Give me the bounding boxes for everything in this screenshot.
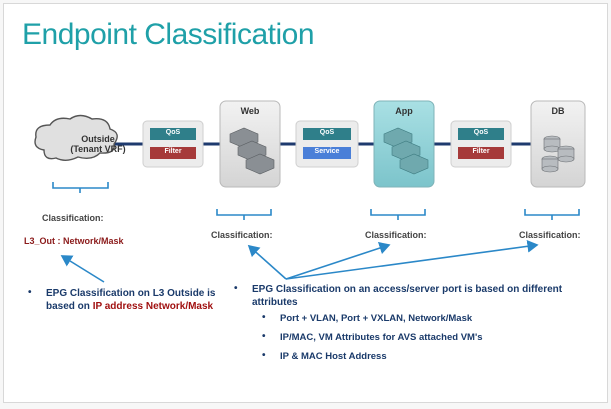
contract-2 [295, 120, 359, 168]
arrows [60, 239, 539, 283]
contract-3-filter-label: Filter [472, 148, 490, 155]
epg-db-label: DB [551, 106, 565, 116]
app-classification-label: Classification: [365, 230, 427, 240]
left-bullet-highlight: IP address Network/Mask [92, 301, 214, 312]
contract-2-service-label: Service [314, 148, 340, 155]
contract-3 [450, 120, 512, 168]
contract-3-qos [458, 128, 504, 140]
contract-3-qos-label: QoS [473, 129, 489, 136]
sub-bullet-3-dot: • [262, 350, 266, 361]
web-classification-label: Classification: [211, 230, 273, 240]
database-icons [541, 135, 575, 173]
contract-2-qos [303, 128, 351, 140]
epg-app [373, 100, 435, 188]
page-title: Endpoint Classification [22, 18, 315, 51]
epg-db [530, 100, 586, 188]
right-bullet-dot: • [234, 283, 238, 294]
outside-label-line1: Outside [81, 134, 115, 144]
epg-web-label: Web [240, 106, 260, 116]
left-bullet-dot: • [28, 287, 32, 298]
epg-web [219, 100, 281, 188]
app-server-icons [383, 127, 429, 175]
classification-brackets [52, 182, 580, 220]
contract-1-filter [150, 147, 196, 159]
right-bullet-text: EPG Classification on an access/server p… [252, 284, 563, 308]
contract-1-qos [150, 128, 196, 140]
outside-label-line2: (Tenant VRF) [70, 144, 126, 154]
web-server-icons [229, 127, 275, 175]
outside-cloud [34, 114, 118, 161]
l3-out-value: L3_Out : Network/Mask [24, 236, 124, 246]
left-bullet: EPG Classification on L3 Outside is base… [46, 287, 218, 313]
db-classification-label: Classification: [519, 230, 581, 240]
topology-diagram [34, 100, 586, 283]
contract-1-qos-label: QoS [165, 129, 181, 136]
sub-bullet-1: Port + VLAN, Port + VXLAN, Network/Mask [280, 313, 473, 324]
sub-bullet-2: IP/MAC, VM Attributes for AVS attached V… [280, 332, 483, 343]
contract-1 [142, 120, 204, 168]
outside-classification-label: Classification: [42, 213, 104, 223]
sub-bullet-1-dot: • [262, 312, 266, 323]
sub-bullet-2-dot: • [262, 331, 266, 342]
contract-2-service [303, 147, 351, 159]
contract-1-filter-label: Filter [164, 148, 182, 155]
contract-2-qos-label: QoS [319, 129, 335, 136]
left-bullet-text: EPG Classification on L3 Outside is base… [46, 288, 216, 312]
epg-app-label: App [395, 106, 413, 116]
contract-3-filter [458, 147, 504, 159]
slide: Endpoint Classification [3, 3, 608, 403]
outside-label: Outside (Tenant VRF) [66, 134, 130, 154]
sub-bullet-3: IP & MAC Host Address [280, 351, 387, 362]
